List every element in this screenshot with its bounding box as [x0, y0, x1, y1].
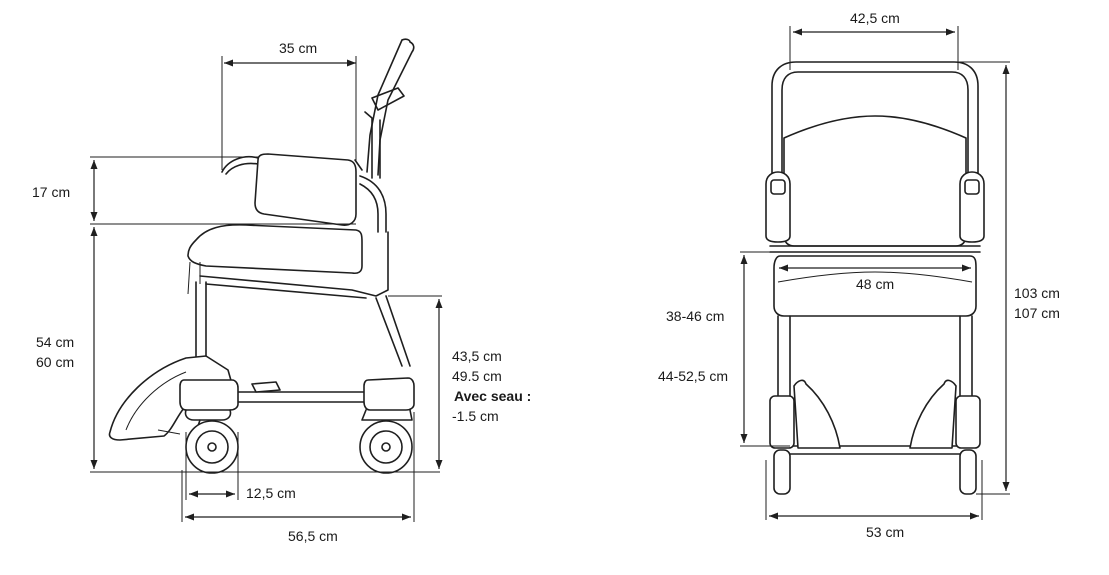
side-bottom-bar [231, 391, 367, 403]
side-front-caster-housing [179, 379, 239, 411]
front-armrest-left-pad [770, 179, 786, 195]
front-caster-housing-right [955, 395, 981, 449]
label-seat-width: 48 cm [856, 276, 894, 292]
label-total-depth: 56,5 cm [288, 528, 338, 544]
front-wheel-left [773, 449, 791, 495]
label-seat-height-2: 60 cm [36, 354, 74, 370]
front-backrest-cushion [783, 115, 967, 247]
side-rear-caster-fork [361, 409, 413, 421]
front-view-dimensions: 42,5 cm 103 cm 107 cm 48 cm 38-46 cm 44-… [658, 10, 1060, 540]
side-backrest-cushion [254, 153, 357, 226]
side-seat-frame [199, 231, 389, 299]
label-bucket: Avec seau : [454, 388, 531, 404]
side-rear-leg [375, 295, 411, 367]
side-caster-brake [251, 381, 281, 393]
front-backrest-frame [771, 61, 979, 181]
label-footrest-range: 44-52,5 cm [658, 368, 728, 384]
side-seat-edge [187, 261, 201, 295]
side-rear-wheel [359, 420, 413, 474]
side-frame-curve [359, 175, 387, 233]
side-push-handle [366, 38, 415, 176]
label-armrest-range: 38-46 cm [666, 308, 724, 324]
side-view-chair [108, 38, 415, 474]
front-leg-right [959, 315, 973, 397]
side-handle-grip [371, 87, 405, 111]
label-seat-height-1: 54 cm [36, 334, 74, 350]
side-front-wheel-hub [195, 430, 229, 464]
side-rear-caster-housing [363, 377, 415, 411]
front-armrest-left [765, 171, 791, 243]
side-view-dimensions: 35 cm 17 cm 54 cm 60 cm 43,5 cm 49.5 cm … [32, 40, 531, 544]
front-caster-housing-left [769, 395, 795, 449]
side-footrest-inner [125, 371, 187, 435]
label-bucket-value: -1.5 cm [452, 408, 499, 424]
front-armrest-right-pad [964, 179, 980, 195]
front-armrest-right [959, 171, 985, 243]
label-frame-height-1: 43,5 cm [452, 348, 502, 364]
side-front-wheel [185, 420, 239, 474]
front-footrest-right [909, 379, 957, 449]
side-armrest-tube [221, 156, 259, 175]
side-seat [187, 224, 363, 275]
front-leg-left [777, 315, 791, 397]
label-total-height-1: 103 cm [1014, 285, 1060, 301]
side-rear-wheel-hub [369, 430, 403, 464]
label-total-height-2: 107 cm [1014, 305, 1060, 321]
label-armrest-height: 17 cm [32, 184, 70, 200]
label-backrest-width: 42,5 cm [850, 10, 900, 26]
front-seat-top [769, 245, 981, 253]
side-rear-wheel-axle [381, 442, 391, 452]
label-frame-height-2: 49.5 cm [452, 368, 502, 384]
label-backrest-depth: 35 cm [279, 40, 317, 56]
side-front-wheel-axle [207, 442, 217, 452]
label-total-width: 53 cm [866, 524, 904, 540]
front-seat-cutout [777, 271, 973, 283]
label-wheel-diameter: 12,5 cm [246, 485, 296, 501]
front-footrest-left [793, 379, 841, 449]
front-wheel-right [959, 449, 977, 495]
